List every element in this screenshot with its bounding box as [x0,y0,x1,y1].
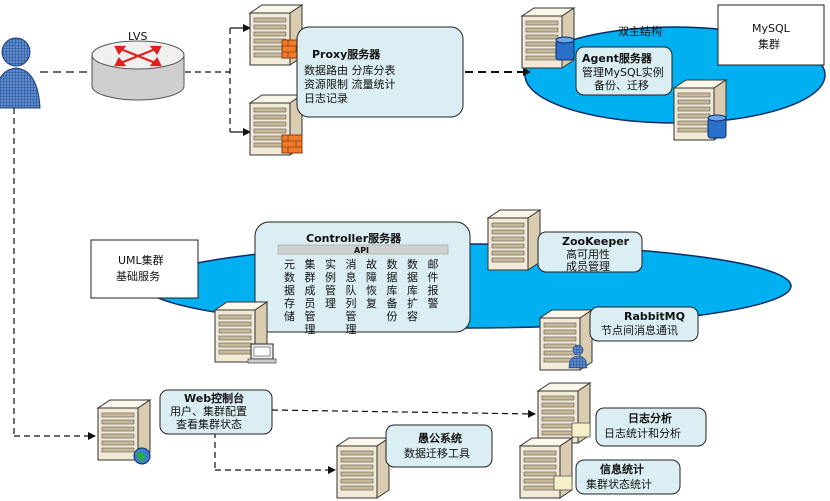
web-line-1: 用户、集群配置 [170,404,247,418]
zookeeper-title: ZooKeeper [562,235,630,248]
controller-column-2-char: 实 [325,257,336,271]
controller-column-6-char: 数 [407,258,418,271]
zookeeper-box [537,231,643,273]
mysql-cluster-label-2: 集群 [758,37,780,51]
web-server-icon [97,399,151,465]
controller-column-5-char: 备 [387,296,398,310]
controller-column-6-char: 扩 [407,296,418,310]
controller-column-6-char: 据 [407,270,418,284]
controller-column-6-char: 容 [407,309,418,323]
web-to-log-arrow [271,409,536,418]
controller-column-2-char: 理 [325,297,336,310]
controller-column-7-char: 邮 [428,258,439,271]
controller-column-0-char: 储 [284,309,295,323]
mysql-server-icon-2 [673,79,727,141]
controller-column-3-char: 理 [346,323,357,336]
rabbitmq-box [589,306,699,342]
zookeeper-line-1: 高可用性 [566,247,610,261]
zookeeper-line-2: 成员管理 [566,259,610,273]
controller-column-6-char: 库 [407,284,418,297]
proxy-server-icon-1 [249,4,303,66]
controller-column-1-char: 管 [305,309,316,323]
mysql-cluster-label-1: MySQL [752,22,791,35]
controller-column-0-char: 存 [284,296,295,310]
yugong-line-1: 数据迁移工具 [404,446,470,460]
yugong-box [385,424,493,468]
controller-column-1-char: 员 [305,297,316,310]
rabbitmq-server-icon [539,309,593,371]
api-label: API [354,246,369,255]
yugong-server-icon [336,437,390,499]
uml-box [90,239,199,299]
controller-column-7-char: 件 [428,271,439,284]
user-icon [0,37,41,109]
info-box [575,459,681,495]
controller-column-1-char: 理 [305,323,316,336]
uml-line-2: 基础服务 [116,270,160,283]
controller-column-4-char: 恢 [366,284,377,297]
rabbitmq-line-1: 节点间消息通讯 [601,323,678,337]
proxy-line-1: 数据路由 分库分表 [304,63,396,77]
controller-column-3-char: 队 [346,283,357,297]
log-server-icon [537,382,591,444]
lvs-router-icon [91,40,185,101]
controller-column-0-char: 数 [284,271,295,284]
controller-column-1-char: 集 [305,257,316,271]
controller-column-1-char: 群 [305,270,316,284]
controller-column-3-char: 消 [346,257,357,271]
agent-line-1: 管理MySQL实例 [582,65,664,79]
controller-column-5-char: 库 [387,284,398,297]
web-title: Web控制台 [184,391,244,405]
controller-column-2-char: 例 [325,270,336,284]
agent-box [575,46,673,96]
proxy-server-icon-2 [249,94,303,156]
api-bar [277,244,449,255]
web-box [159,389,273,435]
proxy-line-3: 日志记录 [304,92,348,105]
proxy-box [296,26,464,118]
log-line-1: 日志统计和分析 [604,426,681,440]
agent-title: Agent服务器 [582,51,653,65]
info-title: 信息统计 [600,462,644,476]
controller-column-5-char: 数 [387,258,398,271]
zookeeper-server-icon [487,209,541,271]
proxy-title: Proxy服务器 [312,47,381,61]
controller-server-icon [214,301,277,364]
rabbitmq-title: RabbitMQ [624,310,685,323]
yugong-title: 愚公系统 [418,431,462,445]
proxy-line-2: 资源限制 流量统计 [304,77,396,91]
mysql-server-icon-1 [521,7,575,69]
controller-column-3-char: 管 [346,309,357,323]
controller-column-2-char: 管 [325,283,336,297]
mysql-cluster-box [717,4,825,66]
controller-column-4-char: 故 [366,257,377,271]
controller-column-3-char: 列 [346,296,357,310]
info-line-1: 集群状态统计 [586,477,652,491]
controller-column-0-char: 元 [284,258,295,271]
controller-title: Controller服务器 [306,231,402,245]
log-box [595,407,707,447]
mysql-ellipse-label: 双主结构 [618,24,662,38]
info-server-icon [519,437,573,499]
uml-line-1: UML集群 [118,253,164,267]
controller-column-7-char: 报 [428,283,439,297]
controller-column-5-char: 据 [387,270,398,284]
controller-column-4-char: 复 [366,296,377,310]
controller-column-3-char: 息 [346,270,357,284]
web-line-2: 查看集群状态 [176,417,242,431]
controller-column-1-char: 成 [305,284,316,297]
controller-column-7-char: 警 [428,296,439,310]
log-title: 日志分析 [628,411,672,425]
agent-line-2: 备份、迁移 [594,78,649,92]
controller-column-4-char: 障 [366,270,377,284]
controller-column-5-char: 份 [387,310,398,323]
controller-column-0-char: 据 [284,283,295,297]
lvs-label: LVS [128,30,147,43]
